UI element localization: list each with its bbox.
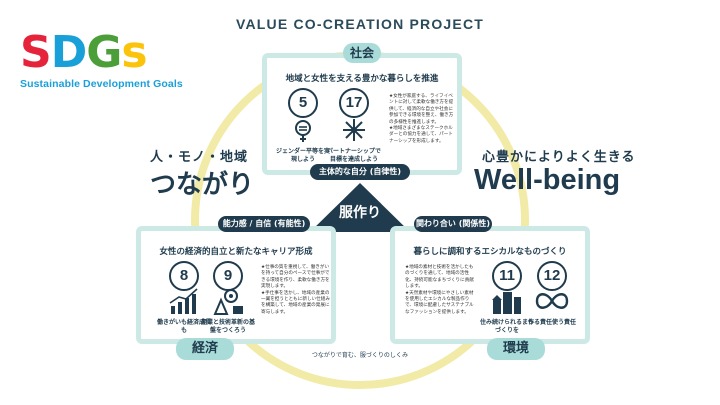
panel-society-title: 地域と女性を支える豊かな暮らしを推進 [285,74,439,84]
goal-8-badge: 8 [169,261,199,291]
panel-environment: 暮らしに調和するエシカルなものづくり ★地域の素材と技術を活かしたものづくりを通… [390,226,590,344]
goal-9-label: 産業と技術革新の基盤をつくろう [200,319,255,334]
panel-economy-title: 女性の経済的自立と新たなキャリア形成 [159,247,313,257]
goal-5-badge: 5 [288,88,318,118]
goal-17-badge: 17 [339,88,369,118]
connector-top-pill: 主体的な自分 (自律性) [310,164,410,180]
goal-12-badge: 12 [537,261,567,291]
panel-economy-desc: ★仕事の質を重視して、働きがいを持って自分のペースで仕事ができる環境を作り、柔軟… [261,265,330,315]
panel-society-desc: ★女性が家庭する、ライフイベントに対して柔軟な働き方を提供して、経済的な自立や社… [389,94,454,144]
panel-environment-desc: ★地域の素材と技術を活かしたものづくりを通して、地域の活性化、持続可能なまちづく… [405,265,474,315]
city-icon [492,292,521,314]
goal-17-label: パートナーシップで目標を達成しよう [327,148,381,163]
left-side-main: つながり [150,170,255,200]
goal-8-label: 働きがいも経済成長も [156,319,211,334]
connector-left-pill: 能力感 / 自信 (有能性) [218,216,310,232]
tab-society: 社会 [343,43,381,63]
tab-economy: 経済 [176,338,234,360]
goal-5-label: ジェンダー平等を実現しよう [275,148,330,163]
right-side-main: Well-being [474,164,621,196]
gender-equality-icon [295,120,311,142]
sdgs-logo: SDGs Sustainable Development Goals [20,30,220,100]
logo-letter-g: G [86,27,122,78]
right-side-sub: 心豊かによりよく生きる [482,150,636,165]
tab-environment: 環境 [487,338,545,360]
sdgs-logo-letters: SDGs [20,30,220,76]
goal-12-label: 作る責任使う責任 [527,319,576,326]
connector-right-pill: 関わり合い (関係性) [414,216,492,232]
partnership-icon [343,119,365,141]
industry-icon [213,289,243,315]
goal-9-badge: 9 [213,261,243,291]
left-side-sub: 人・モノ・地域 [150,150,249,165]
goal-11-badge: 11 [492,261,522,291]
panel-society: 地域と女性を支える豊かな暮らしを推進 5 17 ジェンダー平等を実現しよう パー… [262,53,462,175]
center-triangle [310,183,410,232]
panel-environment-title: 暮らしに調和するエシカルなものづくり [413,247,567,257]
growth-chart-icon [169,288,198,314]
footnote: つながりで育む、服づくりのしくみ [311,352,409,359]
center-label: 服作り [339,205,381,221]
goal-11-label: 住み続けられるまちづくりを [479,319,534,334]
panel-economy: 女性の経済的自立と新たなキャリア形成 8 9 働きがいも経済成長も 産業と技術革… [136,226,336,344]
logo-subtitle: Sustainable Development Goals [20,78,183,90]
infinity-icon [535,293,569,309]
logo-letter-s2: s [121,27,147,78]
project-title: VALUE CO-CREATION PROJECT [235,16,485,32]
logo-letter-d: D [50,27,88,78]
logo-letter-s: S [20,27,52,78]
